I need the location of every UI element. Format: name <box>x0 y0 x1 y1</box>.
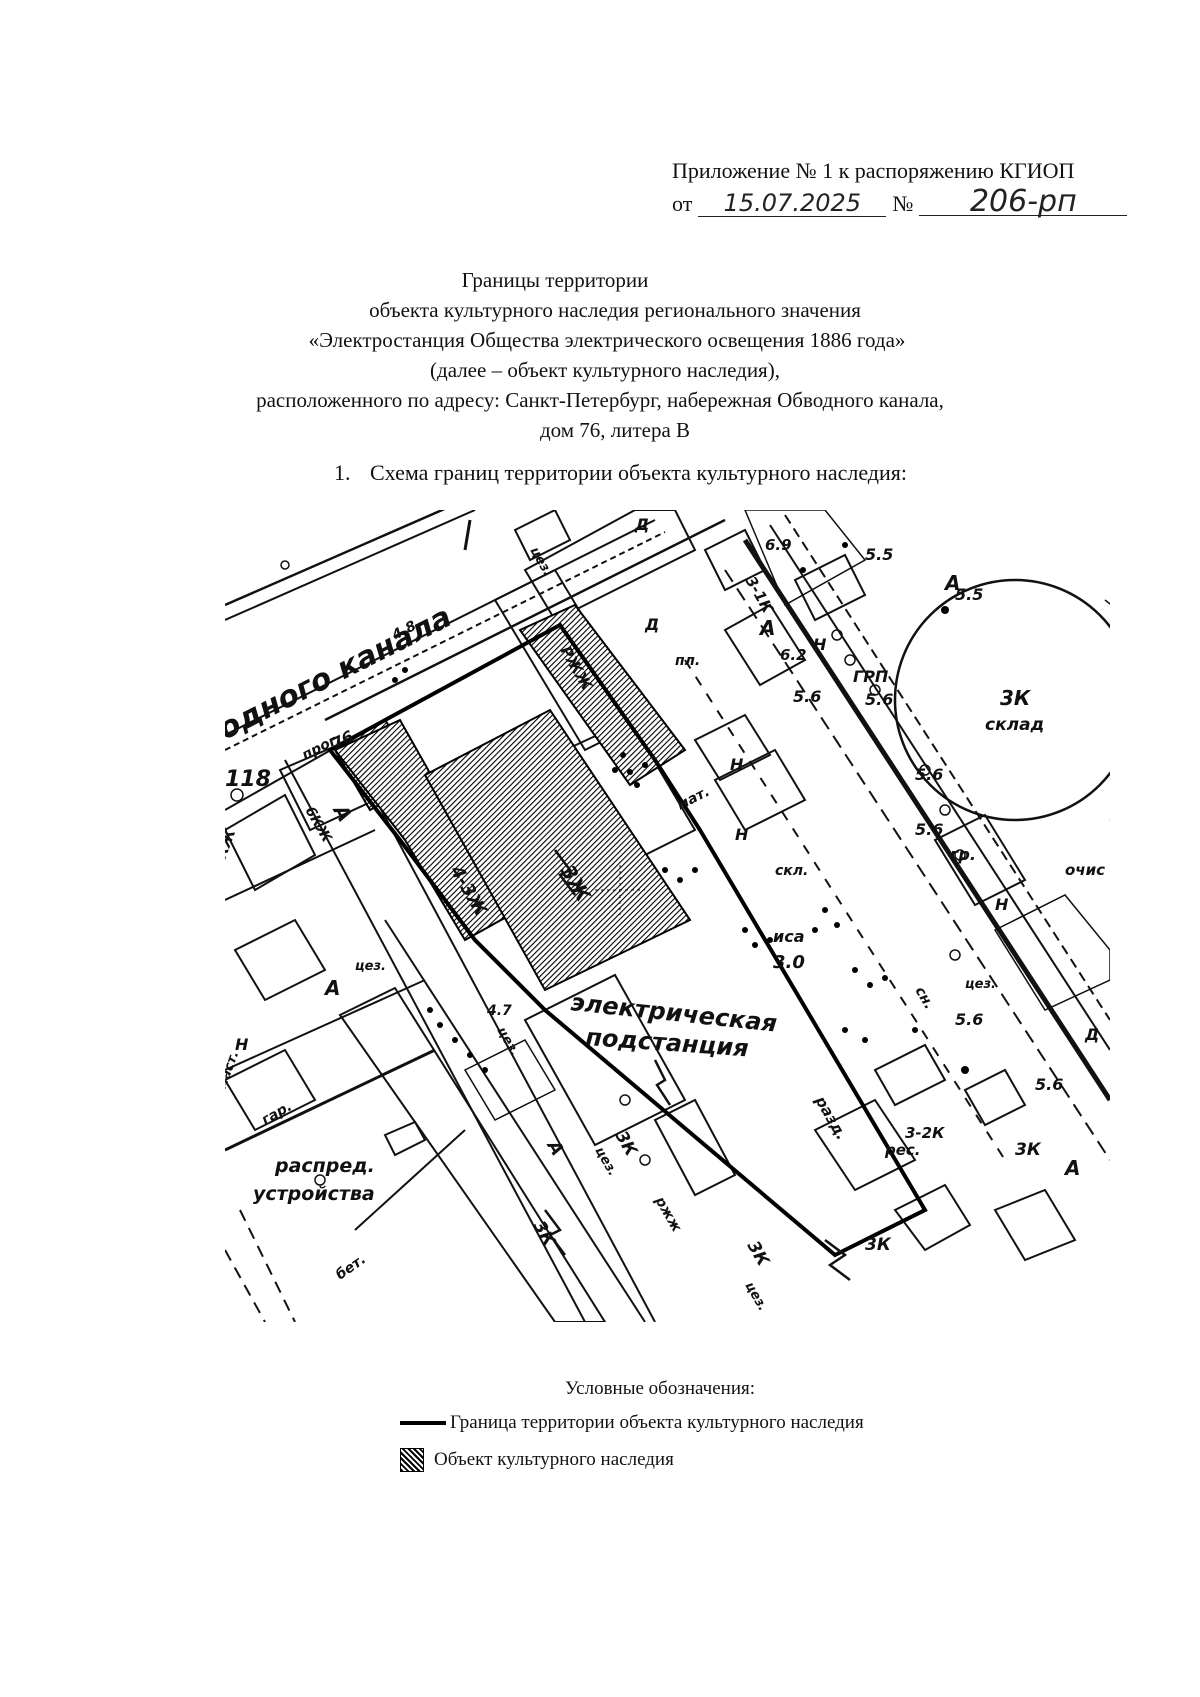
tsz-5: цез. <box>965 977 996 992</box>
title-line-2: объекта культурного наследия регионально… <box>369 298 861 322</box>
right-area-buildings <box>493 510 1110 1262</box>
height-5-6-b: 5.6 <box>865 690 893 709</box>
small-markers <box>230 560 966 1186</box>
title-line-1: Границы территории <box>461 268 649 292</box>
gr-label: гр. <box>950 845 976 864</box>
res-label: рес. <box>884 1141 921 1159</box>
tsz-2: цез. <box>592 1145 620 1179</box>
height-6-9: 6.9 <box>765 536 792 554</box>
section-title: Схема границ территории объекта культурн… <box>370 460 908 485</box>
b-3k-e: 3К <box>1015 1140 1042 1160</box>
handwritten-number: 206-рп <box>919 187 1128 217</box>
ochi-label: очис <box>1065 861 1105 879</box>
grp-label: ГРП <box>853 667 889 686</box>
b-d1: Д <box>644 615 659 634</box>
left-buildings <box>225 740 607 1322</box>
b-a1: А <box>328 799 358 826</box>
rzhzh-label: ржж <box>651 1193 685 1236</box>
sklad-tank-label: 3К <box>1000 686 1032 710</box>
from-label: от <box>672 191 693 216</box>
b-3-2k: 3-2К <box>905 1124 945 1142</box>
b-a4: А <box>943 571 960 595</box>
b-a5: А <box>758 616 775 640</box>
legend-object-label: Объект культурного наследия <box>434 1449 674 1470</box>
legend-title: Условные обозначения: <box>565 1378 756 1399</box>
num118-label: 118 <box>225 767 271 792</box>
b-n5: Н <box>235 1035 249 1054</box>
document-title: Границы территории объекта культурного н… <box>0 265 1200 445</box>
distrib-label-1: распред. <box>274 1155 375 1177</box>
bet-label: бет. <box>333 1251 369 1283</box>
b-a2: А <box>323 976 340 1000</box>
b-d2: Д <box>634 515 649 534</box>
b-3k-c: 3К <box>743 1238 774 1271</box>
title-line-6: дом 76, литера В <box>539 418 691 442</box>
sklad-label: склад <box>985 715 1044 735</box>
canal-label: одного канала <box>225 599 457 747</box>
title-line-3: «Электростанция Общества электрического … <box>308 328 906 352</box>
height-5-5-b: 5.5 <box>955 585 983 604</box>
boundary-scheme-map: одного канала электрическая подстанция р… <box>225 510 1110 1322</box>
legend-row-object: Объект культурного наследия <box>400 1448 674 1472</box>
appendix-header: Приложение № 1 к распоряжению КГИОП от 1… <box>672 154 1128 220</box>
mast-label: маст. <box>225 1049 242 1091</box>
height-5-6-d: 5.6 <box>915 765 943 784</box>
section-number: 1. <box>334 460 351 485</box>
height-5-6-f: 5.6 <box>1035 1075 1063 1094</box>
b-3k-d: 3К <box>865 1235 892 1255</box>
itsa-label: иса <box>773 927 805 946</box>
handwritten-date: 15.07.2025 <box>698 190 887 217</box>
height-5-6-e: 5.6 <box>955 1010 983 1029</box>
b-a6: А <box>1063 1156 1080 1180</box>
b-3k-a: 3К <box>611 1128 642 1161</box>
b-d3: Д <box>1084 1025 1099 1044</box>
heritage-boundary <box>326 622 928 1258</box>
height-6-2: 6.2 <box>780 646 807 664</box>
skl-label: скл. <box>775 863 808 879</box>
height-5-6-a: 5.6 <box>793 687 821 706</box>
tsz-6: цез. <box>355 959 386 974</box>
b-n3: Н <box>813 635 827 654</box>
substation-symbols <box>544 849 851 1281</box>
height-5-5-a: 5.5 <box>865 545 893 564</box>
number-sign: № <box>892 191 914 216</box>
boundary-line-swatch <box>400 1421 446 1425</box>
appendix-date-number-line: от 15.07.2025 № 206-рп <box>672 187 1128 220</box>
b-a3: А <box>542 1135 568 1159</box>
height-5-6-c: 5.6 <box>915 820 943 839</box>
canal-embankment-lines <box>225 510 726 751</box>
height-3-0: 3.0 <box>773 952 805 973</box>
storage-tank <box>893 578 1110 822</box>
legend-boundary-label: Граница территории объекта культурного н… <box>450 1412 864 1433</box>
tsz-3: цез. <box>742 1280 770 1314</box>
b-n4: Н <box>995 895 1009 914</box>
height-4-7: 4.7 <box>486 1003 512 1019</box>
mat-label: мат. <box>675 784 713 814</box>
appendix-line: Приложение № 1 к распоряжению КГИОП <box>672 158 1075 183</box>
street-lines <box>225 741 656 1322</box>
tree-dots <box>392 542 969 1074</box>
b-n2: Н <box>735 825 749 844</box>
section-heading: 1. Схема границ территории объекта культ… <box>334 460 907 486</box>
map-labels: одного канала электрическая подстанция р… <box>225 515 1105 1314</box>
hatch-swatch <box>400 1448 424 1472</box>
title-line-5: расположенного по адресу: Санкт-Петербур… <box>256 388 944 412</box>
railway-track <box>684 514 1110 1161</box>
b-n1: Н <box>730 755 744 774</box>
razd-label: разд. <box>811 1092 851 1143</box>
distrib-label-2: устройства <box>253 1183 375 1205</box>
sn-label: сн. <box>912 984 938 1012</box>
title-line-4: (далее – объект культурного наследия), <box>430 358 780 382</box>
pl-label: пл. <box>675 653 700 669</box>
heritage-hatched-buildings <box>333 603 692 992</box>
legend-row-boundary: Граница территории объекта культурного н… <box>400 1412 864 1434</box>
